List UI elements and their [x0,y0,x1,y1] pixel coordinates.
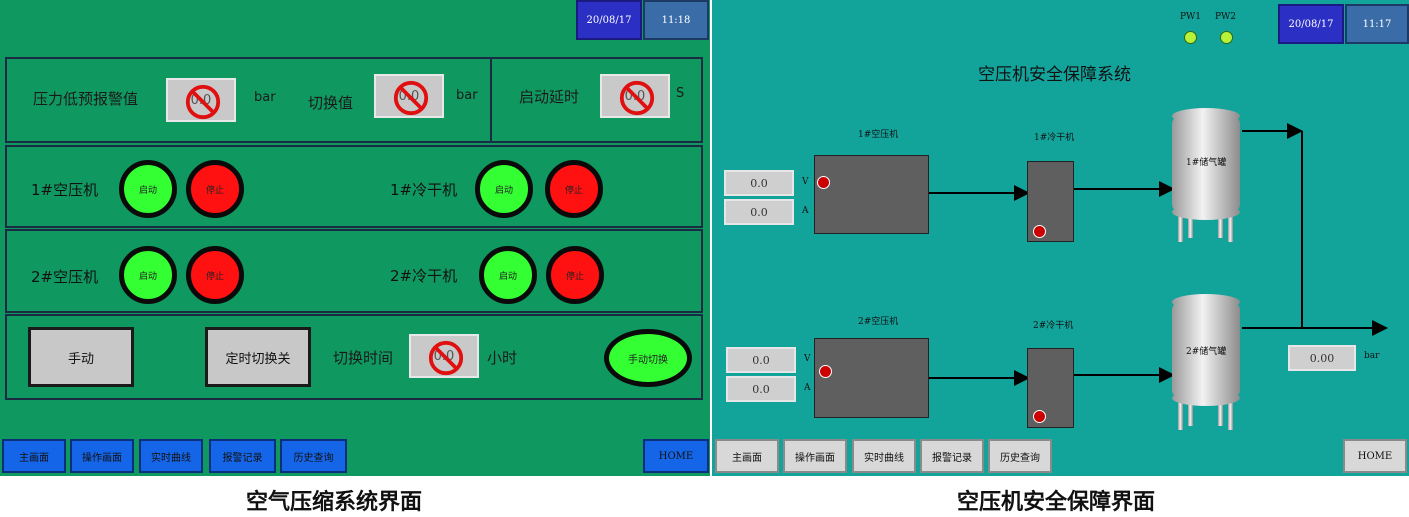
date-display: 20/08/17 [1278,4,1344,44]
compressor1-stop-button[interactable]: 停止 [186,160,244,218]
voltage1-unit: V [802,177,809,187]
pw1-led-icon [1184,31,1197,44]
switch-value-input[interactable]: 0.0 [374,74,444,118]
dryer1-stop-button[interactable]: 停止 [545,160,603,218]
pw2-led-icon [1220,31,1233,44]
nav-history-button[interactable]: 历史查询 [280,439,347,473]
timer-switch-button[interactable]: 定时切换关 [205,327,311,387]
manual-switch-button[interactable]: 手动切换 [604,329,692,387]
switch-time-label: 切换时间 [333,349,394,367]
compressor2-title: 2#空压机 [858,317,899,327]
pw2-label: PW2 [1215,12,1237,22]
compressor1-box [814,155,929,234]
voltage2-readout: 0.0 [726,347,796,373]
row2-frame [5,229,703,313]
switch-time-unit: 小时 [487,349,518,367]
compressor1-title: 1#空压机 [858,130,899,140]
start-delay-label: 启动延时 [519,88,580,106]
pw1-label: PW1 [1180,12,1202,22]
settings-frame [5,57,703,143]
dryer2-box [1027,348,1074,428]
start-delay-unit: S [676,86,685,101]
compressor1-label: 1#空压机 [31,181,99,199]
dryer2-label: 2#冷干机 [390,267,458,285]
dryer1-start-button[interactable]: 启动 [475,160,533,218]
switch-time-input[interactable]: 0.0 [409,334,479,378]
storage-tank-icon [1172,294,1240,430]
compressor1-led-icon [817,176,830,189]
start-delay-input[interactable]: 0.0 [600,74,670,118]
switch-value-unit: bar [456,88,478,103]
manual-button[interactable]: 手动 [28,327,134,387]
settings-divider [490,57,492,143]
flow-diagram [929,123,1388,386]
air-compression-panel: 20/08/17 11:18 压力低预报警值 0.0 bar 切换值 0.0 b… [0,0,710,476]
nav-history-button[interactable]: 历史查询 [988,439,1052,473]
compressor2-stop-button[interactable]: 停止 [186,246,244,304]
nav-main-button[interactable]: 主画面 [2,439,66,473]
nav-main-button[interactable]: 主画面 [715,439,779,473]
current1-unit: A [802,206,809,216]
compressor2-label: 2#空压机 [31,268,99,286]
left-caption: 空气压缩系统界面 [246,489,423,514]
current2-readout: 0.0 [726,376,796,402]
compressor1-start-button[interactable]: 启动 [119,160,177,218]
dryer2-led-icon [1033,410,1046,423]
mode-frame [5,314,703,400]
no-entry-icon [428,340,464,376]
row1-frame [5,145,703,228]
system-title: 空压机安全保障系统 [978,65,1131,85]
voltage1-readout: 0.0 [724,170,794,196]
pressure-readout: 0.00 [1288,345,1356,371]
compressor2-led-icon [819,365,832,378]
voltage2-unit: V [804,354,811,364]
dryer2-stop-button[interactable]: 停止 [546,246,604,304]
storage-tank-icon [1172,108,1240,242]
dryer1-label: 1#冷干机 [390,181,458,199]
dryer2-title: 2#冷干机 [1033,321,1074,331]
dryer1-led-icon [1033,225,1046,238]
nav-home-button[interactable]: HOME [1343,439,1407,473]
low-pressure-label: 压力低预报警值 [33,90,139,108]
switch-value-label: 切换值 [308,94,354,112]
safety-system-panel: 20/08/17 11:17 PW1 PW2 空压机安全保障系统 1#空压机 0… [712,0,1409,476]
no-entry-icon [185,84,221,120]
tank2-title: 2#储气罐 [1186,347,1227,357]
compressor2-box [814,338,929,418]
compressor2-start-button[interactable]: 启动 [119,246,177,304]
nav-realtime-curve-button[interactable]: 实时曲线 [139,439,203,473]
current1-readout: 0.0 [724,199,794,225]
current2-unit: A [804,383,811,393]
right-caption: 空压机安全保障界面 [957,489,1156,514]
time-display: 11:17 [1345,4,1409,44]
nav-alarm-record-button[interactable]: 报警记录 [209,439,276,473]
dryer2-start-button[interactable]: 启动 [479,246,537,304]
pressure-unit: bar [1364,351,1380,361]
low-pressure-input[interactable]: 0.0 [166,78,236,122]
dryer1-title: 1#冷干机 [1034,133,1075,143]
nav-home-button[interactable]: HOME [643,439,709,473]
nav-realtime-curve-button[interactable]: 实时曲线 [852,439,916,473]
tank1-title: 1#储气罐 [1186,158,1227,168]
time-display: 11:18 [643,0,709,40]
no-entry-icon [619,80,655,116]
low-pressure-unit: bar [254,90,276,105]
nav-operation-button[interactable]: 操作画面 [70,439,134,473]
no-entry-icon [393,80,429,116]
date-display: 20/08/17 [576,0,642,40]
nav-alarm-record-button[interactable]: 报警记录 [920,439,984,473]
nav-operation-button[interactable]: 操作画面 [783,439,847,473]
